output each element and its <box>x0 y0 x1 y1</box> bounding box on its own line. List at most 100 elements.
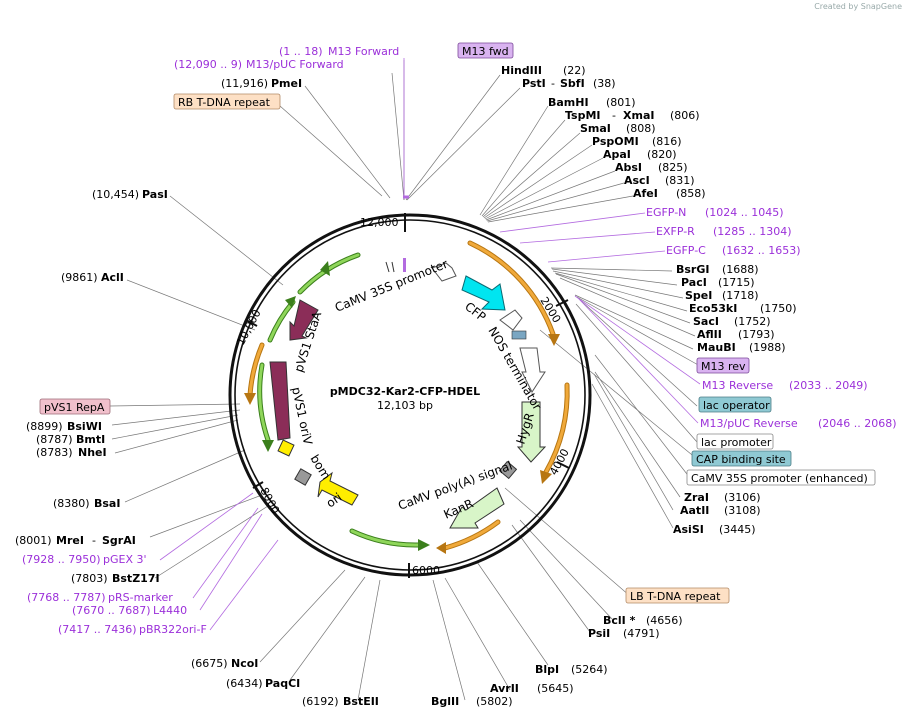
prs-name: pRS-marker <box>108 591 173 604</box>
camv35s-label: CaMV 35S promoter <box>333 257 450 315</box>
camv35s-arrow <box>431 262 457 282</box>
l4440-name: L4440 <box>153 604 187 617</box>
site-bstz17i: BstZ17I <box>112 572 160 585</box>
svg-text:(8380): (8380) <box>53 497 90 510</box>
egfpn-pos: (1024 .. 1045) <box>705 206 784 219</box>
svg-text:(8899): (8899) <box>26 420 63 433</box>
m13puc-pos: (12,090 .. 9) <box>174 58 242 71</box>
polya-marker <box>498 460 518 480</box>
m13pucrev-pos: (2046 .. 2068) <box>818 417 897 430</box>
svg-text:-: - <box>92 534 96 547</box>
m13-fwd-box: M13 fwd <box>462 45 509 58</box>
restriction-sites: HindIII (22) PstI - SbfI (38) BamHI (801… <box>15 64 797 708</box>
pgex-name: pGEX 3' <box>103 553 147 566</box>
svg-text:(831): (831) <box>665 174 695 187</box>
svg-text:(4656): (4656) <box>646 614 683 627</box>
site-sgrai: SgrAI <box>102 534 136 547</box>
m13puc-name: M13/pUC Forward <box>246 58 344 71</box>
ruler-8000: 8000 <box>257 485 282 516</box>
site-bsiwi: BsiWI <box>67 420 102 433</box>
site-afei: AfeI <box>633 187 658 200</box>
site-eco53ki: Eco53kI <box>689 302 737 315</box>
green-arrowheads <box>262 261 430 551</box>
ruler-6000: 6000 <box>412 564 440 577</box>
camv35s-enhanced-box: CaMV 35S promoter (enhanced) <box>691 472 868 485</box>
site-smai: SmaI <box>580 122 611 135</box>
site-acli: AclI <box>101 271 124 284</box>
pbr-name: pBR322ori-F <box>139 623 207 636</box>
arc-arrowheads <box>244 334 560 554</box>
svg-text:(1688): (1688) <box>722 263 759 276</box>
site-nhei: NheI <box>78 446 107 459</box>
svg-text:(5802): (5802) <box>476 695 513 708</box>
site-bsrgi: BsrGI <box>676 263 709 276</box>
site-bsteii: BstEII <box>343 695 379 708</box>
svg-text:(8787): (8787) <box>36 433 73 446</box>
inner-features <box>269 195 547 529</box>
nos-arrow <box>499 309 523 331</box>
svg-text:(9861): (9861) <box>61 271 98 284</box>
rb-tdna-box: RB T-DNA repeat <box>178 96 271 109</box>
exfpr-pos: (1285 .. 1304) <box>713 225 792 238</box>
site-absi: AbsI <box>615 161 642 174</box>
site-aatii: AatII <box>680 504 709 517</box>
site-blpi: BlpI <box>535 663 559 676</box>
svg-text:(3108): (3108) <box>724 504 761 517</box>
m13-rev-box: M13 rev <box>701 360 746 373</box>
primer-leaders <box>159 58 701 631</box>
egfpc-pos: (1632 .. 1653) <box>722 244 801 257</box>
svg-text:(806): (806) <box>670 109 700 122</box>
svg-text:(8783): (8783) <box>36 446 73 459</box>
m13fwd-pos: (1 .. 18) <box>279 45 323 58</box>
svg-text:(808): (808) <box>626 122 656 135</box>
cfp-arrow <box>461 275 506 311</box>
svg-text:(825): (825) <box>658 161 688 174</box>
svg-text:(801): (801) <box>606 96 636 109</box>
svg-text:(1715): (1715) <box>718 276 755 289</box>
primer-mark-top <box>403 258 406 272</box>
site-aflii: AflII <box>697 328 722 341</box>
site-asisi: AsiSI <box>673 523 704 536</box>
site-zrai: ZraI <box>684 491 709 504</box>
site-apai: ApaI <box>603 148 631 161</box>
svg-text:(10,454): (10,454) <box>92 188 139 201</box>
site-avrii: AvrII <box>490 682 519 695</box>
m13rev-name: M13 Reverse <box>702 379 773 392</box>
site-maubi: MauBI <box>697 341 736 354</box>
svg-text:-: - <box>551 77 555 90</box>
svg-text:-: - <box>612 109 616 122</box>
site-paci: PacI <box>681 276 707 289</box>
site-asci: AscI <box>624 174 650 187</box>
egfpc-name: EGFP-C <box>666 244 706 257</box>
pgex-pos: (7928 .. 7950) <box>22 553 101 566</box>
site-tspmi: TspMI <box>565 109 601 122</box>
prs-pos: (7768 .. 7787) <box>27 591 106 604</box>
boxed-labels: M13 fwd RB T-DNA repeat pVS1 RepA M13 re… <box>39 42 876 604</box>
pbr-pos: (7417 .. 7436) <box>58 623 137 636</box>
site-psti: PstI <box>522 77 546 90</box>
snapgene-credit: Created by SnapGene <box>814 2 902 11</box>
lb-tdna-box: LB T-DNA repeat <box>630 590 721 603</box>
svg-text:(1750): (1750) <box>760 302 797 315</box>
pvs1-oriv-label: pVS1 oriV <box>289 386 315 447</box>
svg-text:(1752): (1752) <box>734 315 771 328</box>
hygr-arrow <box>516 401 547 463</box>
site-hindiii: HindIII <box>501 64 542 77</box>
lac-operator-box: lac operator <box>703 399 770 412</box>
svg-text:(6434): (6434) <box>226 677 263 690</box>
svg-text:(5264): (5264) <box>571 663 608 676</box>
svg-text:(3445): (3445) <box>719 523 756 536</box>
site-bcli: BclI * <box>603 614 636 627</box>
site-bmti: BmtI <box>76 433 105 446</box>
site-bsai: BsaI <box>94 497 120 510</box>
svg-text:(22): (22) <box>563 64 586 77</box>
exfpr-name: EXFP-R <box>656 225 695 238</box>
cfp-label: CFP <box>462 299 488 324</box>
site-saci: SacI <box>693 315 719 328</box>
pvs1-repa-box: pVS1 RepA <box>44 401 105 414</box>
svg-text:(1988): (1988) <box>749 341 786 354</box>
site-pasi: PasI <box>142 188 168 201</box>
small-marker <box>511 330 527 340</box>
site-spei: SpeI <box>685 289 712 302</box>
svg-text:(820): (820) <box>647 148 677 161</box>
